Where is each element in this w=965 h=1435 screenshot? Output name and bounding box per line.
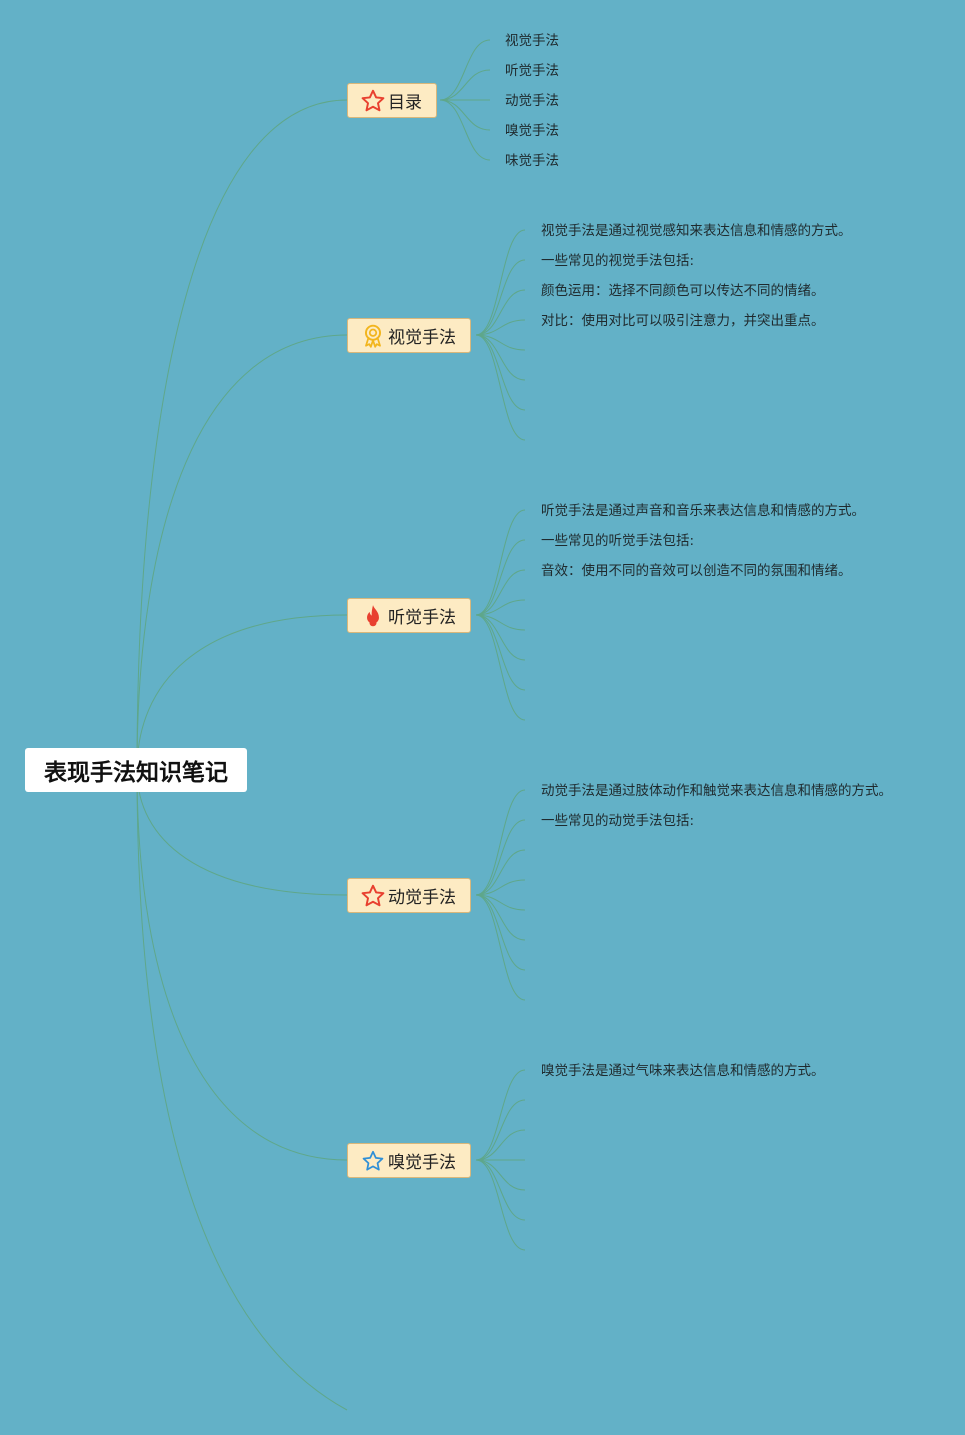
branch-olfactory[interactable]: 嗅觉手法 [347, 1143, 471, 1178]
note-item[interactable]: 一些常见的听觉手法包括: [541, 533, 695, 549]
note-link [475, 1159, 526, 1191]
note-link [475, 614, 526, 691]
root-topic[interactable]: 表现手法知识笔记 [25, 748, 247, 792]
branch-label: 视觉手法 [388, 328, 456, 348]
note-item[interactable]: 对比：使用对比可以吸引注意力，并突出重点。 [541, 313, 825, 329]
note-link [475, 259, 526, 336]
branch-kinesthetic[interactable]: 动觉手法 [347, 878, 471, 913]
root-link-olfactory [136, 769, 348, 1161]
note-item[interactable]: 一些常见的动觉手法包括: [541, 813, 695, 829]
note-link [475, 1159, 526, 1251]
branch-label: 动觉手法 [388, 888, 456, 908]
note-link [475, 289, 526, 336]
note-link [475, 614, 526, 721]
branch-label: 目录 [388, 93, 422, 113]
branch-visual[interactable]: 视觉手法 [347, 318, 471, 353]
note-link [475, 509, 526, 616]
note-item[interactable]: 一些常见的视觉手法包括: [541, 253, 695, 269]
note-link [475, 894, 526, 971]
note-link [475, 334, 526, 381]
note-item[interactable]: 嗅觉手法是通过气味来表达信息和情感的方式。 [541, 1063, 825, 1079]
award-ribbon-icon [360, 323, 386, 349]
note-link [475, 1129, 526, 1161]
note-link [475, 334, 526, 411]
toc-link [439, 99, 491, 131]
flame-icon [360, 603, 386, 629]
toc-item[interactable]: 听觉手法 [505, 63, 559, 79]
note-link [475, 849, 526, 896]
root-link-visual [136, 334, 348, 771]
toc-item[interactable]: 动觉手法 [505, 93, 559, 109]
note-link [475, 789, 526, 896]
root-link-auditory [136, 614, 348, 771]
note-item[interactable]: 听觉手法是通过声音和音乐来表达信息和情感的方式。 [541, 503, 865, 519]
branch-toc[interactable]: 目录 [347, 83, 437, 118]
note-item[interactable]: 动觉手法是通过肢体动作和触觉来表达信息和情感的方式。 [541, 783, 892, 799]
note-link [475, 894, 526, 941]
star-outline-icon [360, 88, 386, 114]
note-link [475, 614, 526, 661]
note-item[interactable]: 颜色运用：选择不同颜色可以传达不同的情绪。 [541, 283, 825, 299]
toc-item[interactable]: 味觉手法 [505, 153, 559, 169]
star-outline-icon [360, 883, 386, 909]
note-link [475, 569, 526, 616]
note-link [475, 1159, 526, 1221]
root-link-kinesthetic [136, 769, 348, 896]
root-link-tail [136, 769, 348, 1411]
branch-label: 嗅觉手法 [388, 1153, 456, 1173]
root-title: 表现手法知识笔记 [44, 760, 228, 786]
note-item[interactable]: 音效：使用不同的音效可以创造不同的氛围和情绪。 [541, 563, 852, 579]
branch-label: 听觉手法 [388, 608, 456, 628]
toc-item[interactable]: 视觉手法 [505, 33, 559, 49]
toc-link [439, 69, 491, 101]
note-link [475, 1099, 526, 1161]
note-link [475, 599, 526, 616]
note-link [475, 879, 526, 896]
note-link [475, 319, 526, 336]
note-link [475, 334, 526, 441]
toc-link [439, 39, 491, 101]
note-link [475, 229, 526, 336]
root-link-toc [136, 99, 348, 771]
toc-item[interactable]: 嗅觉手法 [505, 123, 559, 139]
note-link [475, 1069, 526, 1161]
branch-auditory[interactable]: 听觉手法 [347, 598, 471, 633]
toc-link [439, 99, 491, 161]
note-link [475, 819, 526, 896]
star-outline-icon [360, 1148, 386, 1174]
note-item[interactable]: 视觉手法是通过视觉感知来表达信息和情感的方式。 [541, 223, 852, 239]
note-link [475, 539, 526, 616]
note-link [475, 894, 526, 1001]
